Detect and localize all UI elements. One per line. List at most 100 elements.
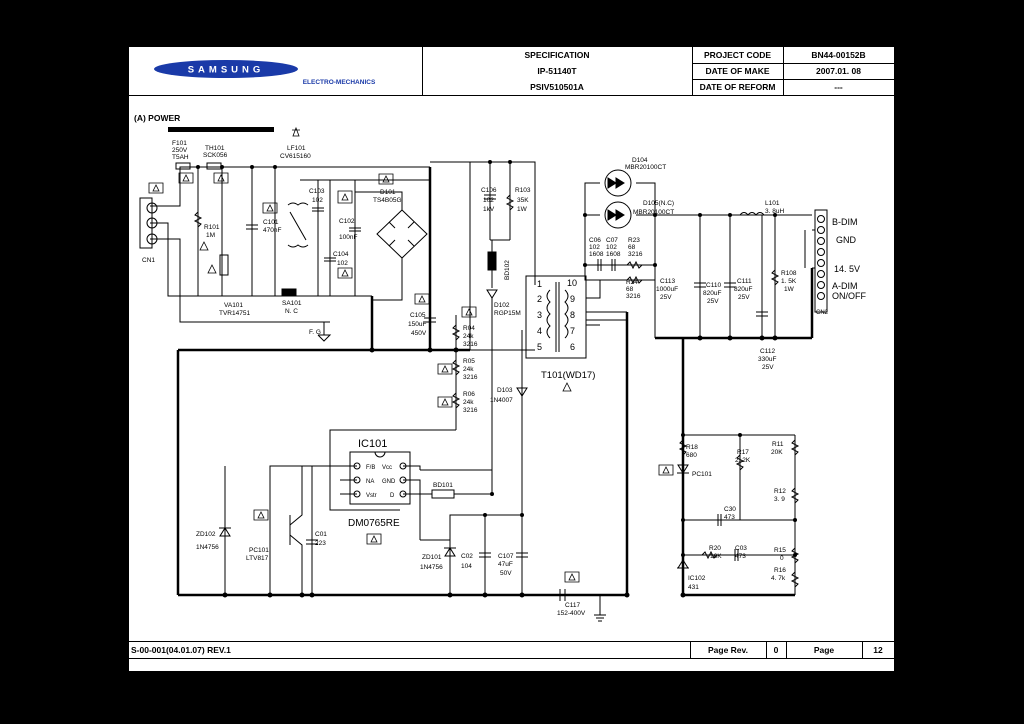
label-c107-r: 50V	[500, 570, 512, 577]
label-r15-v: 0	[780, 555, 784, 562]
label-fg: F. G	[309, 329, 321, 336]
label-c111: C111	[737, 278, 752, 285]
page-label: Page	[813, 645, 835, 655]
label-r06-p: 3216	[463, 407, 478, 414]
label-r04-v: 24k	[463, 333, 474, 340]
label-r23-v: 68	[628, 244, 636, 251]
page-rev-label: Page Rev.	[707, 645, 748, 655]
label-c101-v: 470nF	[263, 227, 281, 234]
label-c03-v: 473	[735, 553, 746, 560]
label-c112-v: 330uF	[758, 356, 776, 363]
label-c30: C30	[724, 506, 736, 513]
date-reform: ---	[834, 82, 843, 92]
ic-pin-vcc: Vcc	[382, 465, 392, 471]
label-r24: R24	[626, 279, 638, 286]
t-pin-r6: 6	[570, 342, 575, 352]
t-pin-r8: 8	[570, 310, 575, 320]
label-c112: C112	[760, 348, 775, 355]
label-c102-v: 100nF	[339, 234, 357, 241]
label-d104-p: MBR20100CT	[625, 164, 666, 171]
label-va101: VA101	[224, 302, 243, 309]
label-c106: C106	[481, 187, 497, 194]
cn2-pin-adim: A-DIM	[832, 281, 858, 291]
label-c01-v: 223	[315, 540, 326, 547]
t-pin-r7: 7	[570, 326, 575, 336]
label-r05: R05	[463, 358, 475, 365]
label-c117: C117	[565, 602, 580, 609]
label-c110: C110	[706, 282, 721, 289]
t-pin-l2: 2	[537, 294, 542, 304]
title-block: SAMSUNG ELECTRO-MECHANICS SPECIFICATION …	[129, 47, 894, 96]
label-d101-p: TS4B05G	[373, 197, 402, 204]
label-c110-r: 25V	[707, 298, 719, 305]
label-r12-v: 3. 9	[774, 496, 785, 503]
label-r11: R11	[772, 441, 784, 448]
label-zd101: ZD101	[422, 554, 442, 561]
label-r16: R16	[774, 567, 786, 574]
label-c103-v: 102	[312, 197, 323, 204]
t-pin-r10: 10	[567, 278, 577, 288]
label-r04-p: 3216	[463, 341, 478, 348]
label-r18-v: 680	[686, 452, 697, 459]
label-cn2: CN2	[816, 310, 829, 316]
label-r05-p: 3216	[463, 374, 478, 381]
section-title: (A) POWER	[134, 113, 180, 123]
label-lf101: LF101	[287, 145, 306, 152]
label-t101: T101(WD17)	[541, 370, 595, 381]
ic-pin-vstr: Vstr	[366, 493, 377, 499]
label-r16-v: 4. 7k	[771, 575, 786, 582]
label-r04: R04	[463, 325, 475, 332]
label-c104-v: 102	[337, 260, 348, 267]
label-c06-v: 102	[589, 244, 600, 251]
label-r103: R103	[515, 187, 531, 194]
label-th101-p: SCK056	[203, 152, 228, 159]
label-c107-v: 47uF	[498, 561, 513, 568]
label-d105: D105(N.C)	[643, 200, 674, 207]
label-r103-v: 35K	[517, 197, 529, 204]
label-ic101-part: DM0765RE	[348, 518, 400, 529]
label-l101-v: 3. 8uH	[765, 208, 784, 215]
date-make: 2007.01. 08	[816, 66, 861, 76]
label-r20-v: 16K	[710, 553, 722, 560]
label-c104: C104	[333, 251, 349, 258]
date-reform-label: DATE OF REFORM	[699, 82, 776, 92]
label-r101-v: 1M	[206, 232, 215, 239]
label-sa101-v: N. C	[285, 308, 298, 315]
label-r11-v: 20K	[771, 449, 783, 456]
label-c06: C06	[589, 237, 601, 244]
label-f101-v: 250V	[172, 147, 188, 154]
label-c113: C113	[660, 278, 675, 285]
cn2-pin-bdim: B-DIM	[832, 217, 858, 227]
label-r17: R17	[737, 449, 749, 456]
label-c105-r: 450V	[411, 330, 427, 337]
label-c106-v: 102	[483, 197, 494, 204]
label-c105: C105	[410, 312, 426, 319]
samsung-logo: SAMSUNG ELECTRO-MECHANICS	[154, 60, 376, 86]
label-c110-v: 820uF	[703, 290, 721, 297]
label-r108-w: 1W	[784, 286, 795, 293]
label-lf101-p: CV615160	[280, 153, 311, 160]
label-sa101: SA101	[282, 300, 302, 307]
label-d104: D104	[632, 157, 648, 164]
label-c117-v: 152-400V	[557, 610, 586, 617]
t-pin-l4: 4	[537, 326, 542, 336]
label-d105-p: MBR20100CT	[633, 209, 674, 216]
label-c07-v: 102	[606, 244, 617, 251]
label-r23-p: 3216	[628, 251, 643, 258]
ic-pin-d: D	[390, 493, 395, 499]
label-r06-v: 24k	[463, 399, 474, 406]
label-pc101-secondary: PC101	[692, 471, 712, 478]
label-c01: C01	[315, 531, 327, 538]
label-r24-p: 3216	[626, 293, 641, 300]
spec-model: IP-51140T	[537, 66, 577, 76]
label-th101: TH101	[205, 145, 225, 152]
label-r108-v: 1. 5K	[781, 278, 797, 285]
label-r108: R108	[781, 270, 797, 277]
label-c102: C102	[339, 218, 355, 225]
label-l101: L101	[765, 200, 780, 207]
label-c113-r: 25V	[660, 294, 672, 301]
label-d103-p: 1N4007	[490, 397, 513, 404]
doc-code: S-00-001(04.01.07) REV.1	[131, 645, 231, 655]
label-pc101-p: LTV817	[246, 555, 269, 562]
